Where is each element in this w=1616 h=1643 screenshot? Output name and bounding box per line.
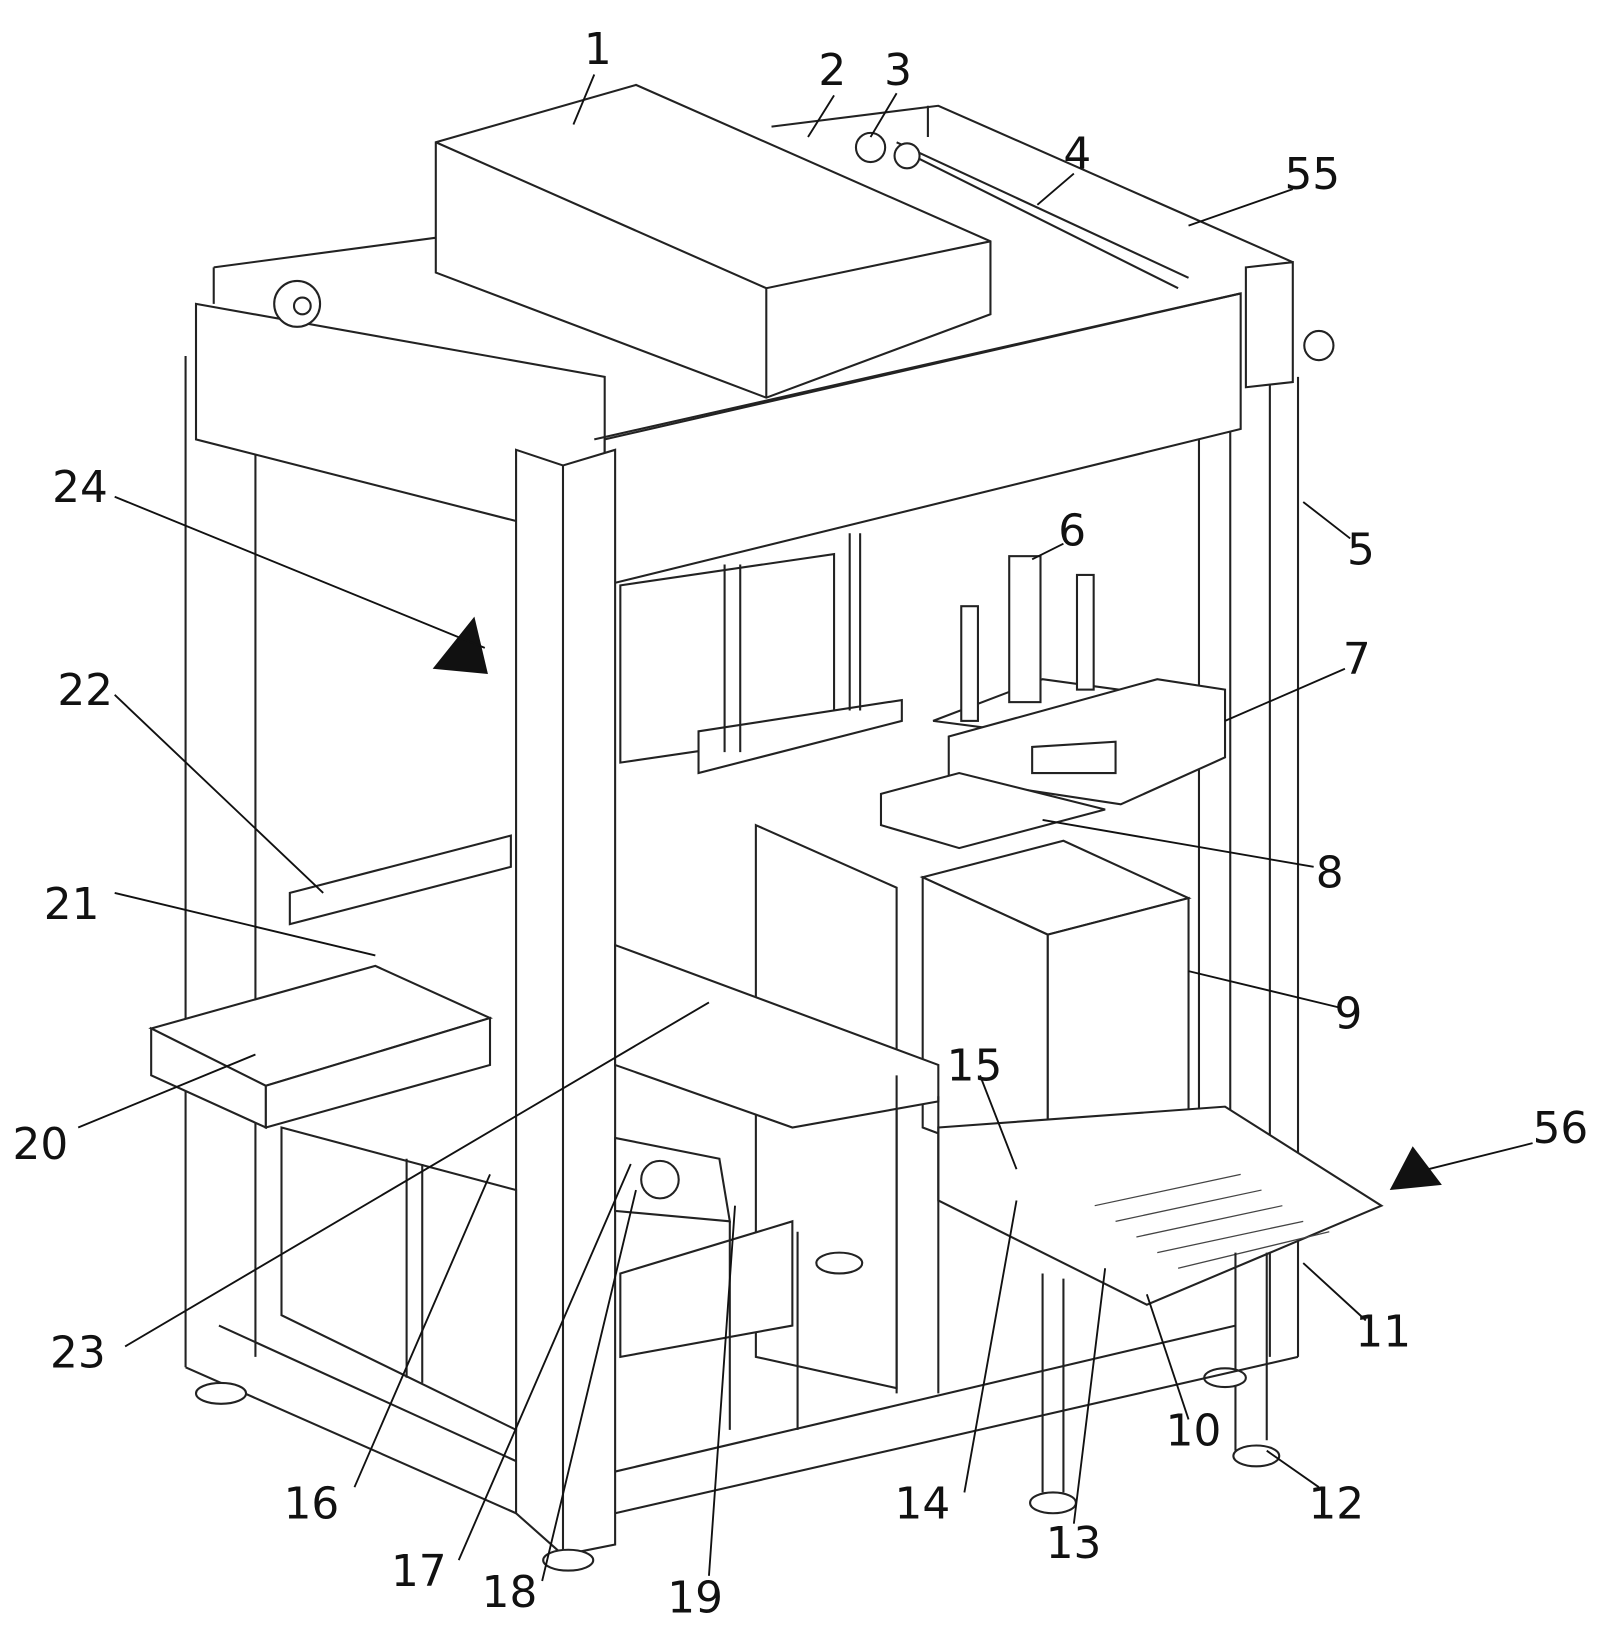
label-18: 18	[482, 1567, 538, 1618]
label-7: 7	[1343, 634, 1371, 685]
label-6: 6	[1058, 506, 1086, 557]
label-19: 19	[667, 1572, 723, 1623]
label-15: 15	[947, 1041, 1003, 1092]
label-4: 4	[1063, 128, 1091, 179]
label-20: 20	[13, 1119, 69, 1170]
label-3: 3	[884, 45, 912, 96]
label-8: 8	[1316, 848, 1344, 899]
label-13: 13	[1046, 1518, 1102, 1569]
label-56: 56	[1533, 1103, 1589, 1154]
label-17: 17	[391, 1546, 447, 1597]
label-14: 14	[895, 1478, 951, 1529]
label-22: 22	[57, 665, 113, 716]
label-5: 5	[1347, 525, 1375, 576]
machine-frame	[151, 85, 1381, 1571]
label-12: 12	[1308, 1478, 1364, 1529]
label-55: 55	[1284, 149, 1340, 200]
label-16: 16	[284, 1478, 340, 1529]
label-1: 1	[584, 24, 612, 75]
label-2: 2	[818, 45, 846, 96]
label-23: 23	[50, 1327, 106, 1378]
label-24: 24	[52, 462, 108, 513]
label-11: 11	[1355, 1306, 1411, 1357]
label-10: 10	[1166, 1405, 1222, 1456]
label-21: 21	[44, 879, 100, 930]
label-9: 9	[1335, 988, 1363, 1039]
